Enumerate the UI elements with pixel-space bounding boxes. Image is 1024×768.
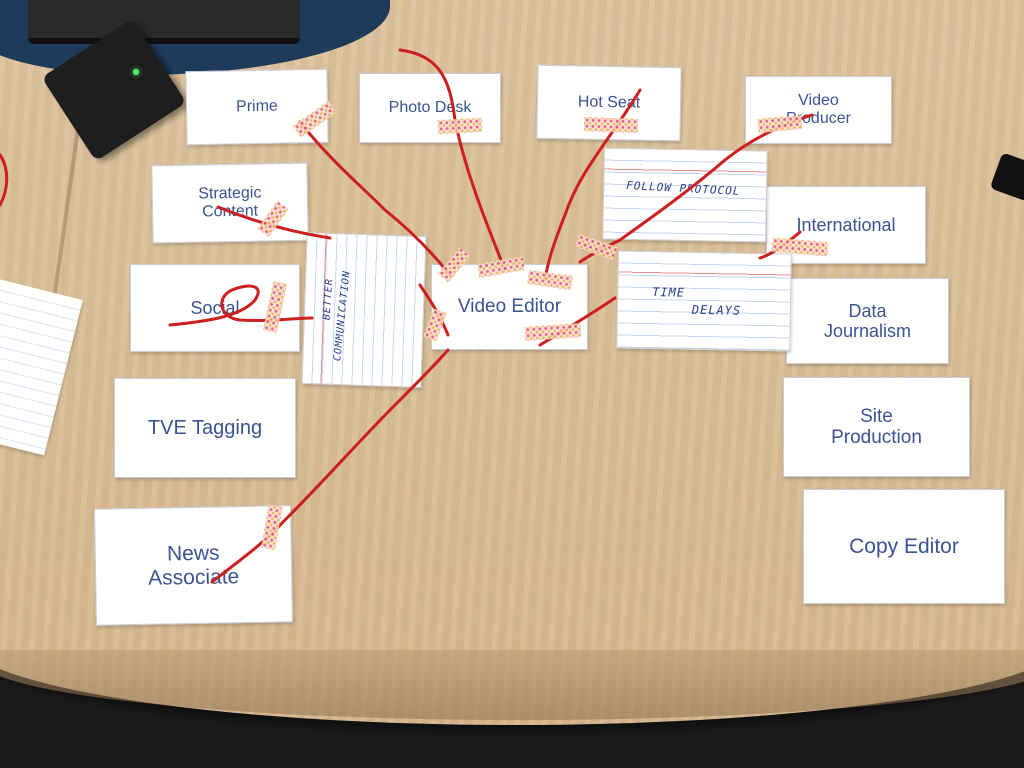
card-data-journalism-label-2: Journalism	[823, 321, 912, 341]
card-tve-tagging-label: TVE Tagging	[147, 416, 263, 439]
tape-hot-seat	[583, 117, 639, 133]
yarn-left-edge	[0, 153, 9, 207]
card-video-producer-label-1: Video	[798, 92, 839, 110]
card-international-label: International	[796, 214, 896, 235]
keyboard	[28, 0, 300, 44]
card-site-production-label-1: Site	[860, 405, 893, 427]
device-led-light	[133, 69, 139, 75]
card-social-label: Social	[190, 297, 240, 318]
card-tve-tagging: TVE Tagging	[114, 378, 296, 478]
card-video-editor-label: Video Editor	[457, 296, 562, 318]
card-video-producer-label-2: Producer	[786, 110, 851, 127]
tape-photo-desk	[437, 117, 483, 135]
yarn-time-delays	[538, 296, 617, 347]
card-copy-editor-label: Copy Editor	[849, 534, 959, 558]
card-copy-editor: Copy Editor	[803, 489, 1005, 604]
card-site-production-label-2: Production	[831, 427, 922, 448]
card-data-journalism-label-1: Data	[848, 300, 887, 321]
yarn-social-loop	[168, 284, 314, 327]
yarn-prime	[298, 120, 452, 277]
yarn-news-associate	[210, 348, 450, 584]
card-photo-desk-label: Photo Desk	[388, 99, 472, 117]
yarn-better-link	[418, 283, 450, 337]
